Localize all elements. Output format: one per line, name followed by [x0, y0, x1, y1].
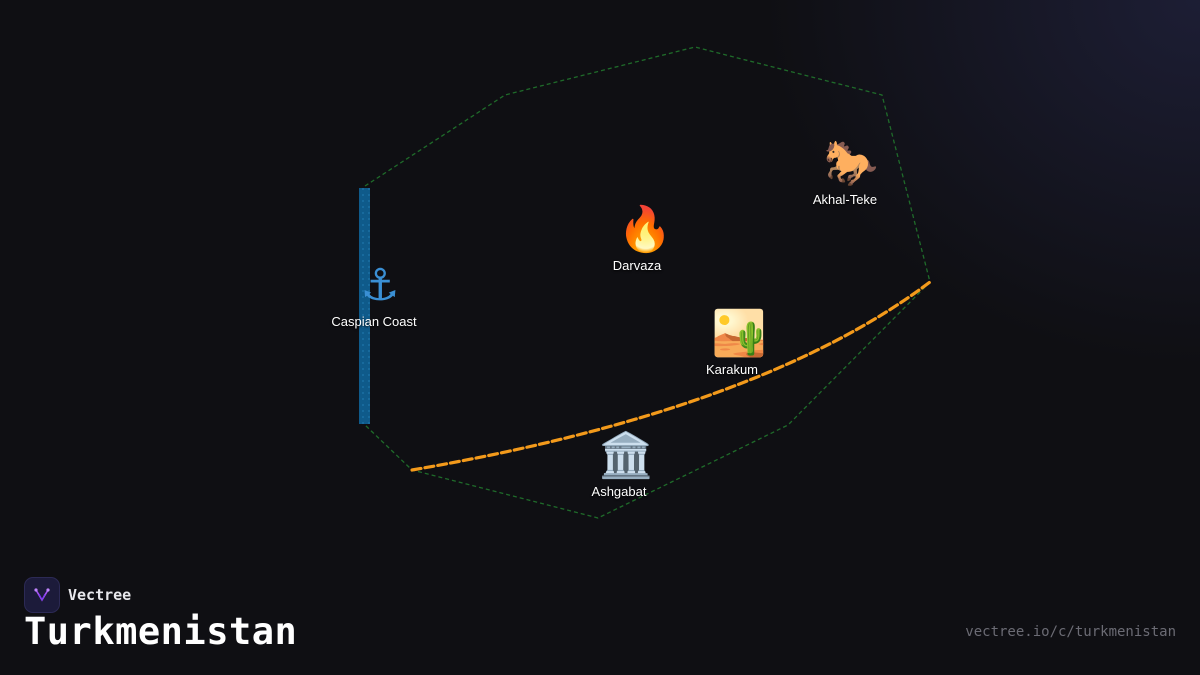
poi-label: Caspian Coast — [331, 314, 417, 329]
page-url[interactable]: vectree.io/c/turkmenistan — [965, 624, 1176, 640]
poi-akhal-teke[interactable]: 🐎 Akhal-Teke — [781, 138, 921, 208]
brand: Vectree — [24, 577, 131, 613]
main-route-line — [410, 280, 932, 472]
anchor-icon: ⚓ — [360, 261, 400, 310]
brand-name: Vectree — [68, 586, 132, 604]
poi-label: Akhal-Teke — [812, 192, 878, 207]
poi-label: Karakum — [705, 362, 759, 377]
caspian-coast-line — [359, 188, 370, 424]
page-title: Turkmenistan — [24, 610, 298, 653]
poi-label: Ashgabat — [591, 484, 647, 499]
country-border — [364, 46, 931, 519]
poi-label: Darvaza — [612, 258, 662, 273]
poi-darvaza[interactable]: 🔥 Darvaza — [575, 204, 715, 274]
fire-icon: 🔥 — [617, 205, 673, 254]
vectree-logo-icon — [24, 577, 60, 613]
poi-karakum[interactable]: 🏜️ Karakum — [669, 308, 809, 378]
classical-building-icon: 🏛️ — [598, 431, 654, 480]
horse-icon: 🐎 — [823, 139, 879, 188]
poi-caspian-coast[interactable]: ⚓ Caspian Coast — [310, 260, 450, 330]
desert-icon: 🏜️ — [711, 309, 767, 358]
poi-ashgabat[interactable]: 🏛️ Ashgabat — [556, 430, 696, 500]
